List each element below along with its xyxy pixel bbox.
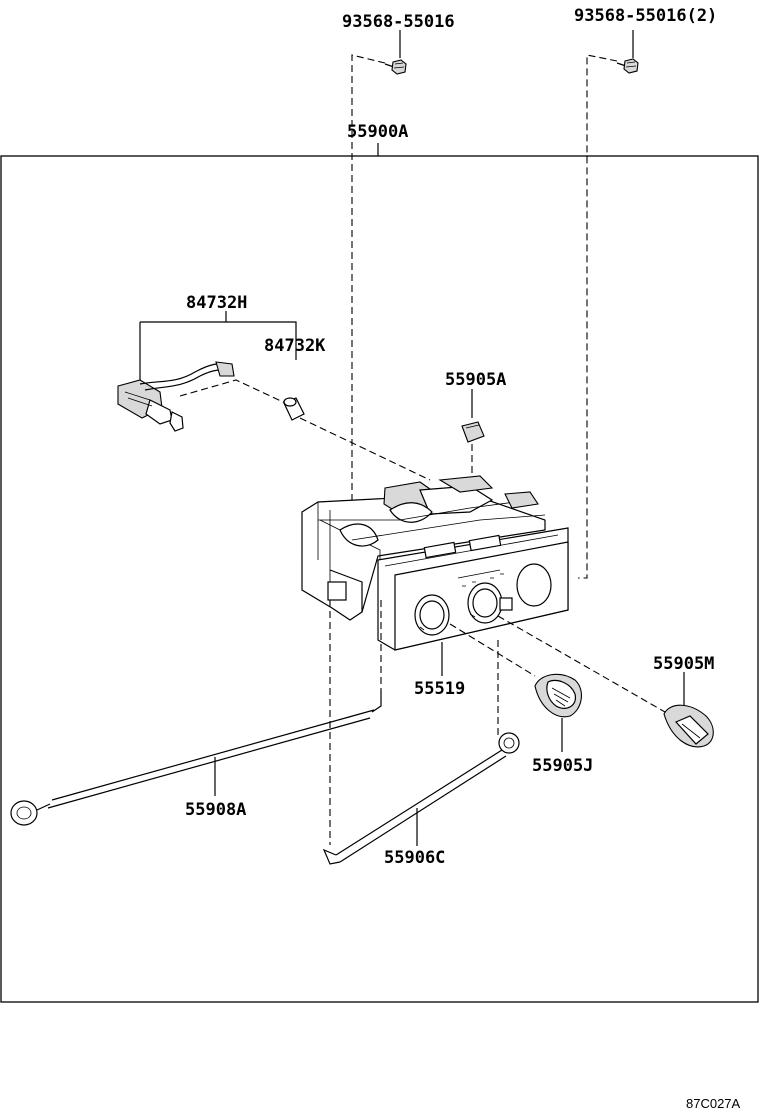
- label-cable-c: 55906C: [384, 848, 445, 868]
- label-knob-m: 55905M: [653, 654, 714, 674]
- cable-c: [322, 732, 520, 865]
- bulb-socket: [117, 311, 297, 432]
- label-screw-1: 93568-55016: [342, 12, 455, 32]
- label-cable-a: 55908A: [185, 800, 246, 820]
- knob-j-guide: [449, 623, 536, 677]
- screw-2: [616, 30, 639, 74]
- knob-m-guide: [497, 615, 666, 713]
- bulb: [283, 397, 305, 421]
- screw-2-guide: [578, 54, 618, 579]
- screw-1: [384, 30, 407, 75]
- control-unit: [301, 475, 569, 651]
- bulb-guide: [299, 417, 431, 481]
- label-knob-j: 55905J: [532, 756, 593, 776]
- label-bulb-socket: 84732H: [186, 293, 247, 313]
- knob-j: [534, 673, 582, 752]
- label-assembly: 55900A: [347, 122, 408, 142]
- label-screw-2: 93568-55016(2): [574, 6, 717, 26]
- knob-m: [663, 672, 714, 748]
- assembly-frame: [0, 155, 759, 1003]
- label-knob-a: 55905A: [445, 370, 506, 390]
- bulb-socket-guide: [179, 379, 297, 409]
- label-panel: 55519: [414, 679, 465, 699]
- label-bulb: 84732K: [264, 336, 326, 356]
- screw-1-guide: [351, 54, 386, 520]
- drawing-code: 87C027A: [686, 1096, 741, 1111]
- knob-a: [461, 389, 485, 443]
- cable-a: [10, 690, 382, 826]
